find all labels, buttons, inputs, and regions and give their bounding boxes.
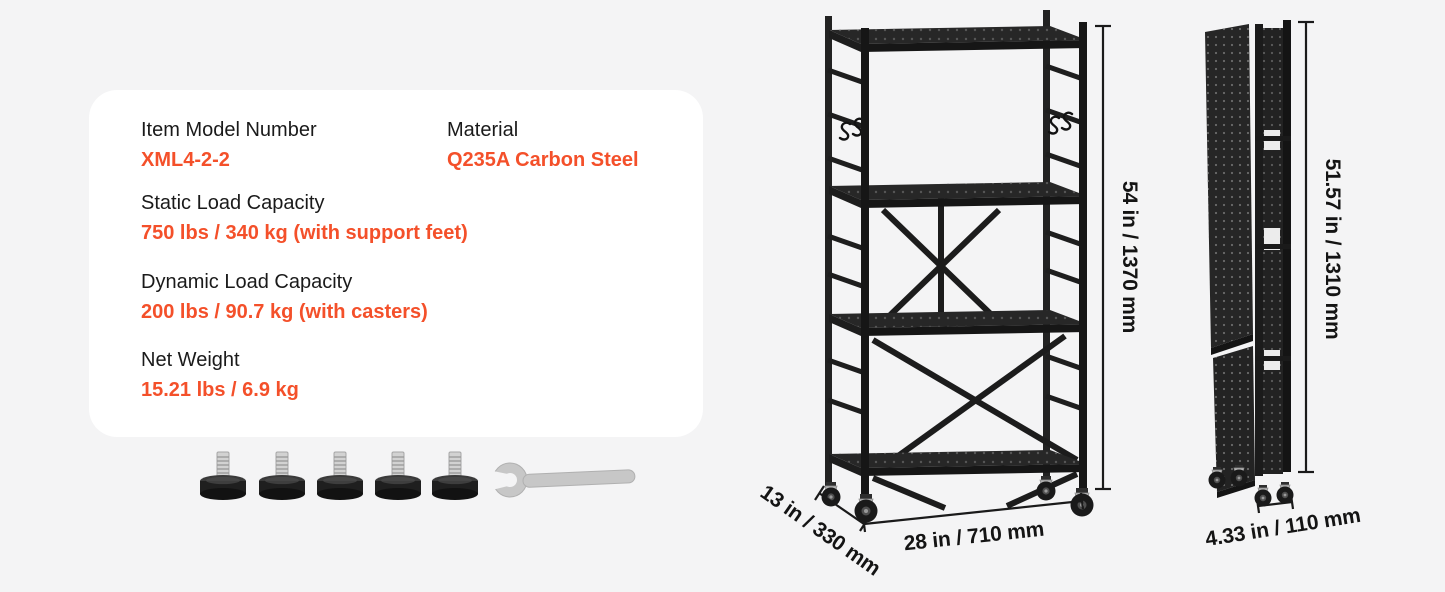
spec-label: Dynamic Load Capacity [141,271,353,293]
spec-value: 15.21 lbs / 6.9 kg [141,379,299,401]
spec-card: Item Model Number XML4-2-2 Material Q235… [89,90,703,437]
caster-icon [1070,487,1094,517]
caster-icon [821,481,841,507]
caster-icon [1036,475,1056,501]
spec-label: Material [447,119,519,141]
spec-material: Material Q235A Carbon Steel [447,118,639,172]
s-hook-icon [838,121,852,141]
spec-value: 750 lbs / 340 kg (with support feet) [141,222,468,244]
spec-value: XML4-2-2 [141,149,230,171]
spec-label: Item Model Number [141,119,317,141]
adjustable-foot-icon [374,451,422,501]
folded-panels [1205,24,1255,498]
spec-label: Net Weight [141,349,240,371]
caster-icon [854,493,878,523]
dim-unfolded-height-label: 54 in / 1370 mm [1118,180,1141,334]
included-hardware [199,451,636,501]
dim-folded-height-label: 51.57 in / 1310 mm [1321,158,1344,340]
caster-icon [1276,481,1294,504]
adjustable-foot-icon [431,451,479,501]
spec-static-load: Static Load Capacity 750 lbs / 340 kg (w… [141,191,468,245]
caster-icon [1254,484,1272,507]
spec-value: 200 lbs / 90.7 kg (with casters) [141,301,428,323]
adjustable-foot-icon [316,451,364,501]
shelf-rack-unfolded-image [821,10,1094,523]
spec-dynamic-load: Dynamic Load Capacity 200 lbs / 90.7 kg … [141,270,428,324]
spec-net-weight: Net Weight 15.21 lbs / 6.9 kg [141,348,299,402]
adjustable-foot-icon [258,451,306,501]
spec-value: Q235A Carbon Steel [447,149,639,171]
shelf-rack-folded-image [1205,20,1294,507]
adjustable-foot-icon [199,451,247,501]
spec-item-model: Item Model Number XML4-2-2 [141,118,317,172]
s-hook-icon [1047,115,1061,135]
spec-label: Static Load Capacity [141,192,325,214]
wrench-icon [488,462,636,498]
rack-shelves [829,26,1087,476]
